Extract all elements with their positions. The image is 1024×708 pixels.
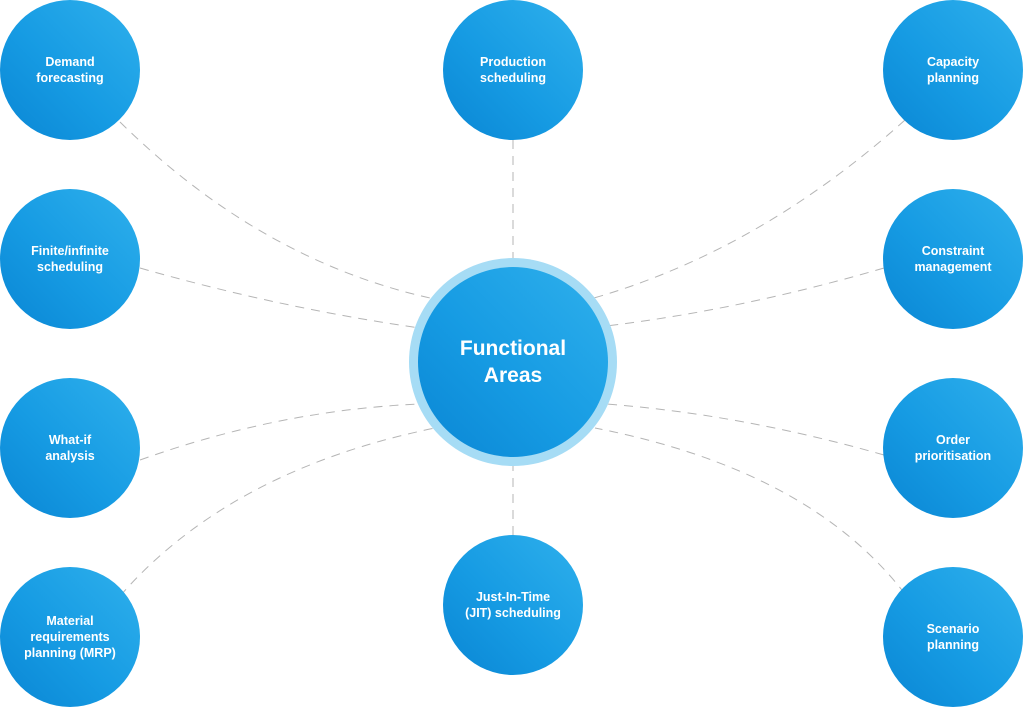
connector-capacity-planning [593, 119, 906, 299]
node-label: What-if analysis [45, 433, 95, 463]
connector-constraint-management [605, 267, 885, 327]
center-node: Functional Areas [418, 267, 608, 457]
connector-scenario-planning [594, 427, 906, 595]
node-label: Scenario planning [926, 622, 980, 652]
node-label: Constraint management [914, 244, 992, 274]
node-label: Order prioritisation [914, 433, 992, 463]
connector-demand-forecasting [119, 121, 431, 299]
node-constraint-management: Constraint management [883, 189, 1023, 329]
node-material-requirements-planning: Material requirements planning (MRP) [0, 567, 140, 707]
connector-what-if-analysis [139, 403, 421, 461]
node-demand-forecasting: Demand forecasting [0, 0, 140, 140]
node-what-if-analysis: What-if analysis [0, 378, 140, 518]
node-jit-scheduling: Just-In-Time (JIT) scheduling [443, 535, 583, 675]
node-label: Capacity planning [926, 55, 980, 85]
node-label: Just-In-Time (JIT) scheduling [465, 590, 561, 620]
connector-finite-infinite-scheduling [139, 267, 421, 329]
center-node-label: Functional Areas [459, 337, 567, 387]
node-label: Material requirements planning (MRP) [24, 614, 116, 660]
node-order-prioritisation: Order prioritisation [883, 378, 1023, 518]
connector-material-requirements-planning [119, 427, 436, 597]
node-label: Production scheduling [480, 55, 546, 85]
node-production-scheduling: Production scheduling [443, 0, 583, 140]
node-capacity-planning: Capacity planning [883, 0, 1023, 140]
node-label: Demand forecasting [36, 55, 104, 85]
node-finite-infinite-scheduling: Finite/infinite scheduling [0, 189, 140, 329]
node-label: Finite/infinite scheduling [31, 244, 109, 274]
node-scenario-planning: Scenario planning [883, 567, 1023, 707]
connector-order-prioritisation [605, 403, 885, 456]
